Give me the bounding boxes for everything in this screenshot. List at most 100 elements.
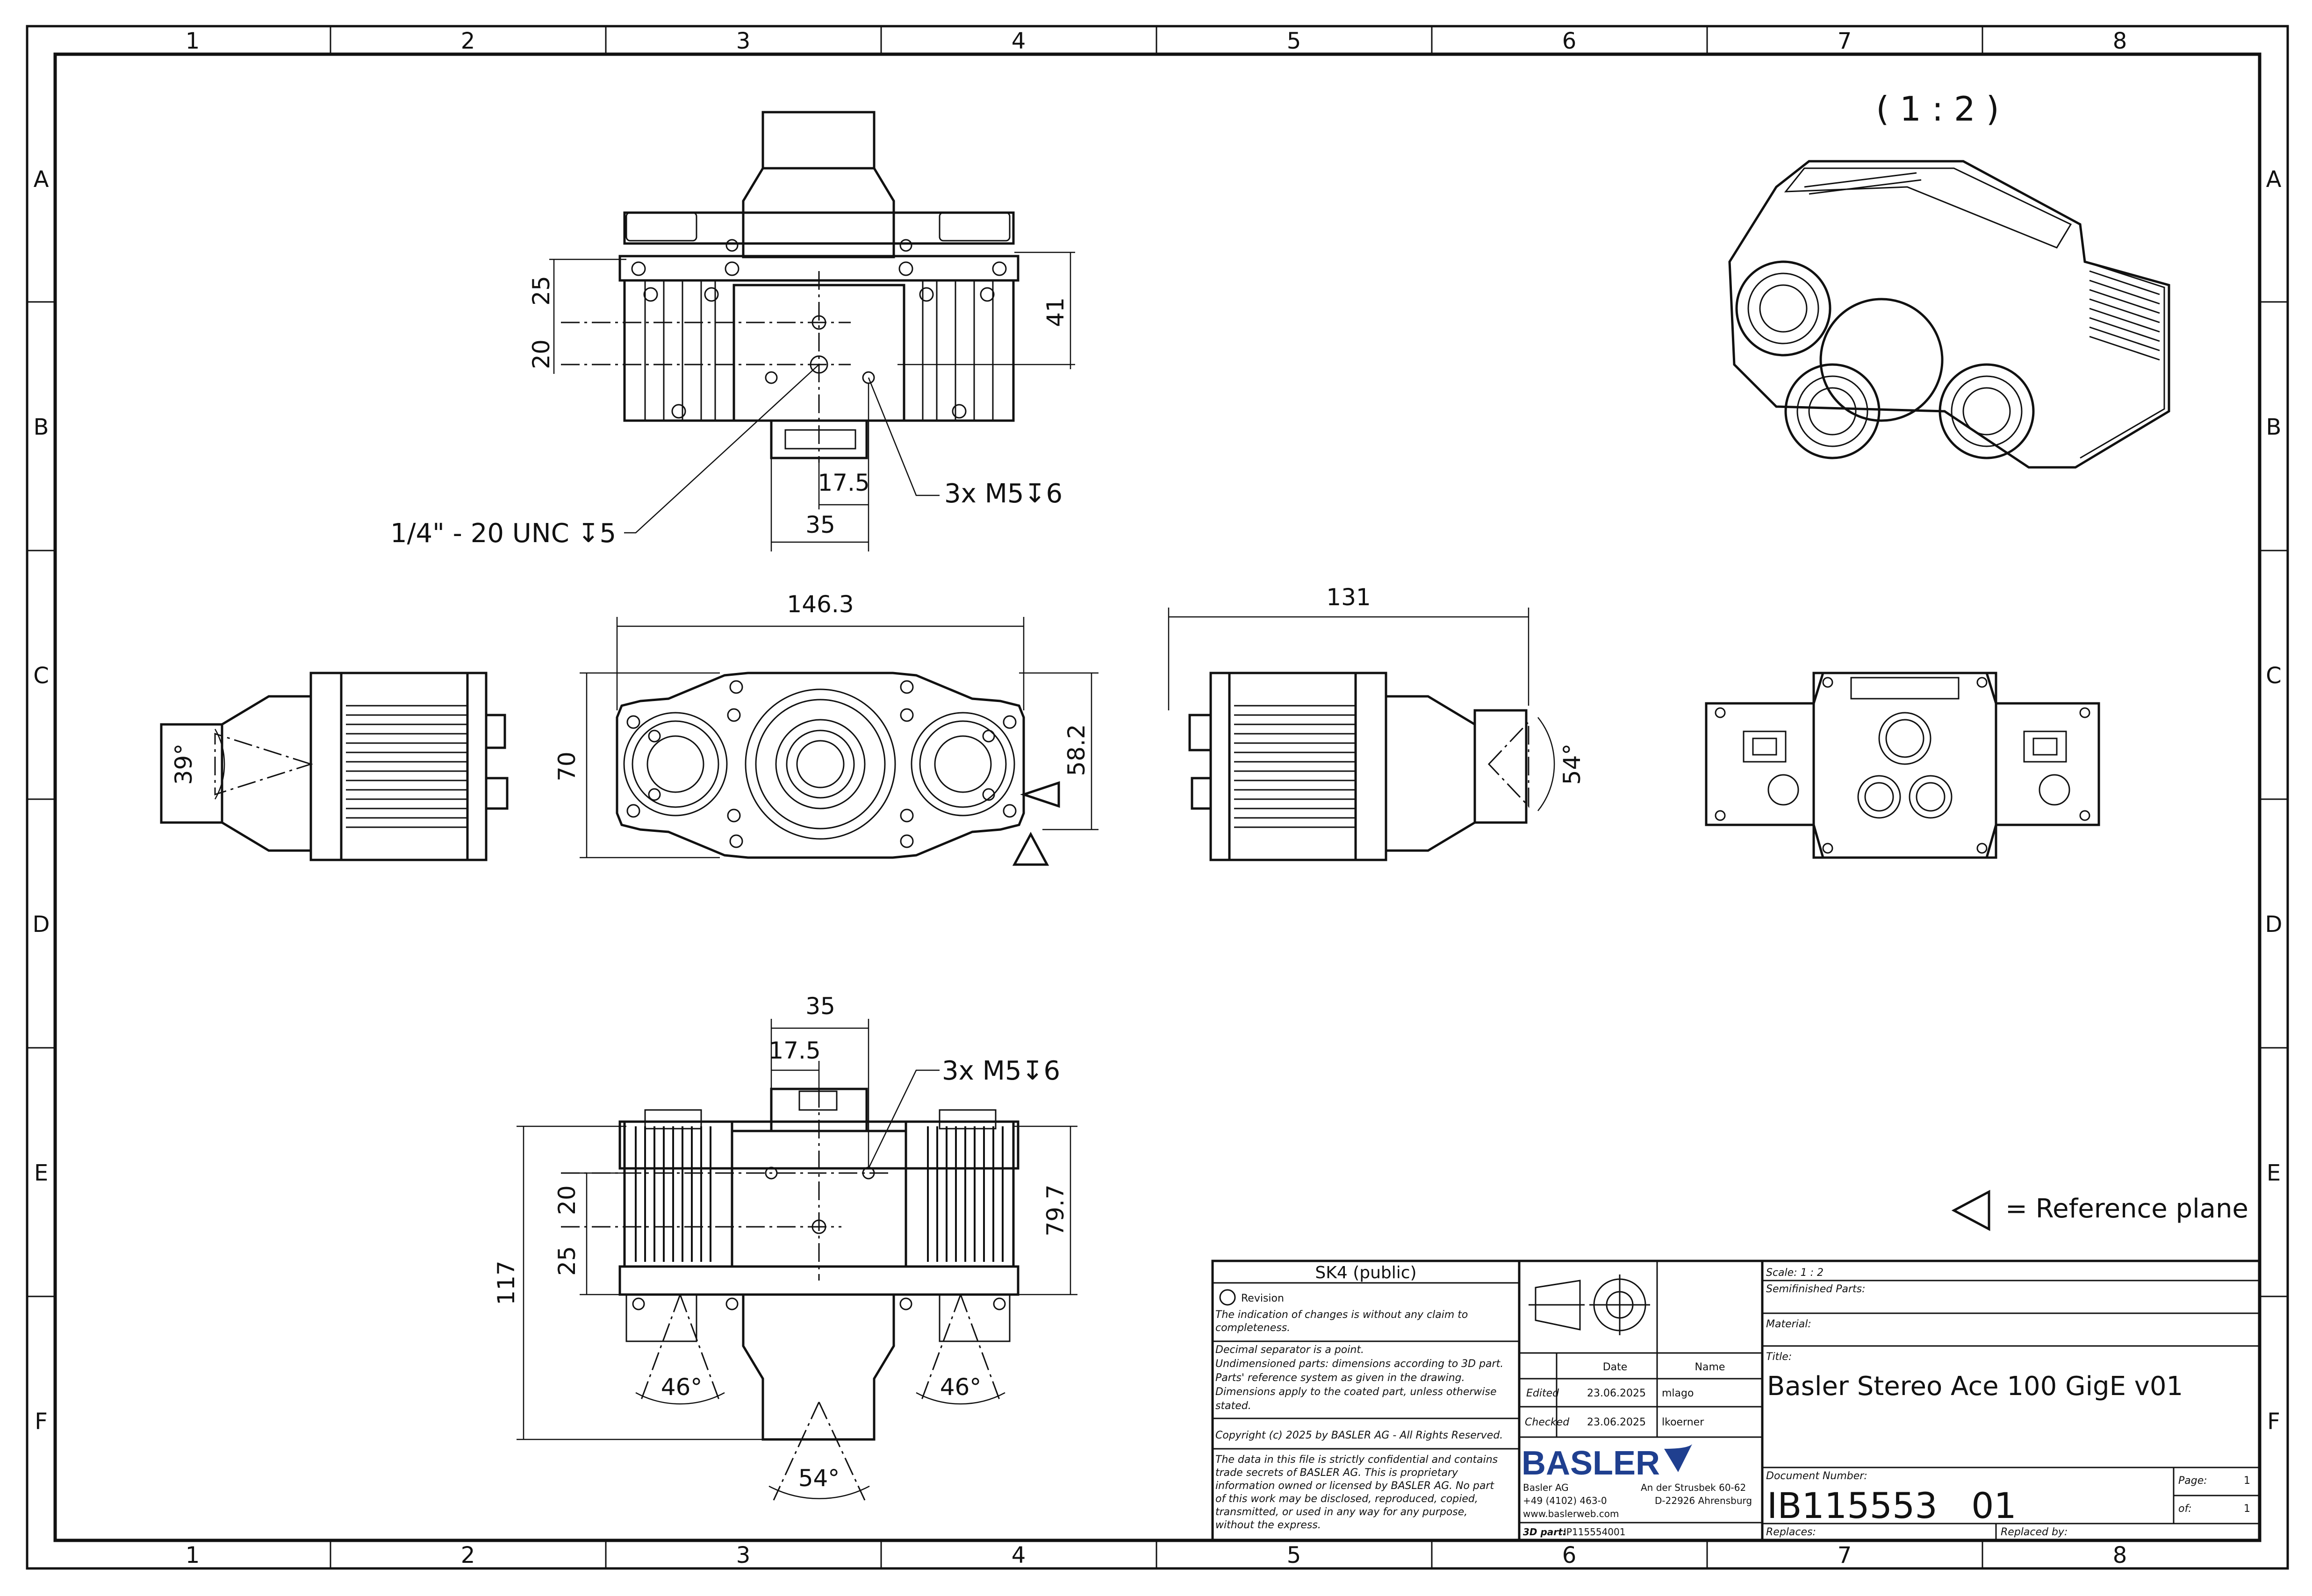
reference-plane-legend: = Reference plane [1951,1189,2248,1231]
col-label: 6 [1562,1542,1577,1568]
company-web: www.baslerweb.com [1523,1508,1619,1519]
dim-right-54: 54° [1558,744,1586,785]
col-label: 3 [736,28,751,54]
col-label: 3 [736,1542,751,1568]
checked-date: 23.06.2025 [1587,1417,1646,1428]
replaces-label: Replaces: [1766,1526,1816,1538]
dim-left-39: 39° [170,744,197,785]
document-number: IB115553 01 [1767,1485,2017,1526]
col-label: 5 [1287,1542,1301,1568]
title-block: SK4 (public) Revision The indication of … [1211,1260,2261,1542]
revision-text: completeness. [1215,1322,1290,1334]
dim-right-131: 131 [1326,584,1371,611]
dim-top-20: 20 [528,339,555,369]
confidential-note: information owned or licensed by BASLER … [1215,1480,1495,1492]
dim-front-70: 70 [553,751,581,781]
reference-plane-label: = Reference plane [2005,1194,2248,1224]
row-label: A [34,166,49,193]
of-label: of: [2178,1503,2192,1515]
edited-date: 23.06.2025 [1587,1388,1646,1399]
row-label: E [34,1160,48,1186]
front-view: 146.3 70 58.2 [553,591,1099,866]
back-view [1705,672,2100,859]
dim-bottom-holes: 3x M5↧6 [942,1056,1060,1086]
col-label: 2 [461,28,475,54]
of-value: 1 [2244,1503,2250,1515]
company-address: D-22926 Ahrensburg [1655,1495,1752,1506]
dim-top-thread: 1/4" - 20 UNC ↧5 [390,518,616,549]
dim-bottom-117: 117 [493,1260,520,1305]
col-label: 4 [1012,28,1026,54]
decimal-note: Dimensions apply to the coated part, unl… [1215,1386,1497,1398]
angle-46-left: 46° [661,1374,703,1401]
col-label: 5 [1287,28,1301,54]
iso-scale-label: ( 1 : 2 ) [1876,89,1999,129]
copyright: Copyright (c) 2025 by BASLER AG - All Ri… [1215,1430,1503,1441]
decimal-note: stated. [1215,1400,1251,1412]
col-label: 8 [2113,28,2127,54]
row-label: C [33,663,49,689]
drawing-title: Basler Stereo Ace 100 GigE v01 [1767,1371,2183,1402]
edited-label: Edited [1526,1388,1559,1399]
col-label: 1 [186,1542,200,1568]
dim-top-holes: 3x M5↧6 [944,479,1063,509]
col-label: 7 [1838,1542,1852,1568]
top-view: 25 20 41 17.5 35 1/4" - 20 UNC ↧5 3x M5↧… [390,111,1075,551]
dim-top-25: 25 [528,276,555,306]
bottom-view: 35 17.5 3x M5↧6 20 25 117 79.7 46° 46° 5… [493,993,1077,1501]
material-label: Material: [1766,1318,1811,1330]
row-label: D [2265,911,2283,938]
dim-front-146-3: 146.3 [787,591,854,618]
row-label: C [2266,663,2282,689]
row-label: B [2266,414,2282,440]
semifinished-label: Semifinished Parts: [1766,1283,1866,1295]
confidential-note: without the express. [1215,1519,1321,1531]
checked-label: Checked [1525,1417,1570,1428]
dim-top-17-5: 17.5 [818,469,869,496]
decimal-note: Undimensioned parts: dimensions accordin… [1215,1358,1503,1370]
name-header: Name [1695,1361,1725,1373]
row-label: D [33,911,50,938]
checked-name: lkoerner [1662,1417,1704,1428]
dim-bottom-35: 35 [805,993,835,1020]
col-label: 8 [2113,1542,2127,1568]
dim-front-58-2: 58.2 [1063,724,1090,776]
company-name: Basler AG [1523,1482,1569,1493]
col-label: 1 [186,28,200,54]
page-value: 1 [2244,1475,2250,1487]
confidential-note: transmitted, or used in any way for any … [1215,1506,1467,1518]
decimal-note: Parts' reference system as given in the … [1215,1372,1465,1384]
col-label: 6 [1562,28,1577,54]
col-label: 4 [1012,1542,1026,1568]
right-side-view: 131 54° [1168,584,1586,861]
col-label: 7 [1838,28,1852,54]
sk4-label: SK4 (public) [1315,1263,1416,1282]
row-label: A [2266,166,2282,193]
dim-bottom-79-7: 79.7 [1042,1184,1069,1236]
dim-bottom-25: 25 [553,1246,581,1276]
replaced-by-label: Replaced by: [2001,1526,2068,1538]
row-label: F [2267,1409,2280,1435]
confidential-note: of this work may be disclosed, reproduce… [1215,1493,1478,1505]
date-header: Date [1603,1361,1628,1373]
dim-top-41: 41 [1042,297,1069,327]
confidential-note: trade secrets of BASLER AG. This is prop… [1215,1467,1458,1479]
drawing-frame: 1 2 3 4 5 6 7 8 1 2 3 4 5 6 7 8 A B C D … [26,25,2289,1570]
row-label: E [2267,1160,2281,1186]
docnum-label: Document Number: [1766,1470,1867,1482]
decimal-note: Decimal separator is a point. [1215,1344,1364,1356]
revision-label: Revision [1241,1293,1284,1304]
isometric-view: ( 1 : 2 ) [1728,89,2170,469]
revision-text: The indication of changes is without any… [1215,1309,1468,1321]
scale-label: Scale: 1 : 2 [1766,1267,1824,1279]
dim-bottom-20: 20 [553,1185,581,1215]
company-address: An der Strusbek 60-62 [1641,1482,1746,1493]
dim-top-35: 35 [805,511,835,538]
left-side-view: 39° [160,672,509,861]
basler-logo: BASLER [1522,1445,1660,1482]
confidential-note: The data in this file is strictly confid… [1215,1454,1498,1466]
company-phone: +49 (4102) 463-0 [1523,1495,1607,1506]
angle-46-right: 46° [940,1374,982,1401]
row-label: F [35,1409,48,1435]
